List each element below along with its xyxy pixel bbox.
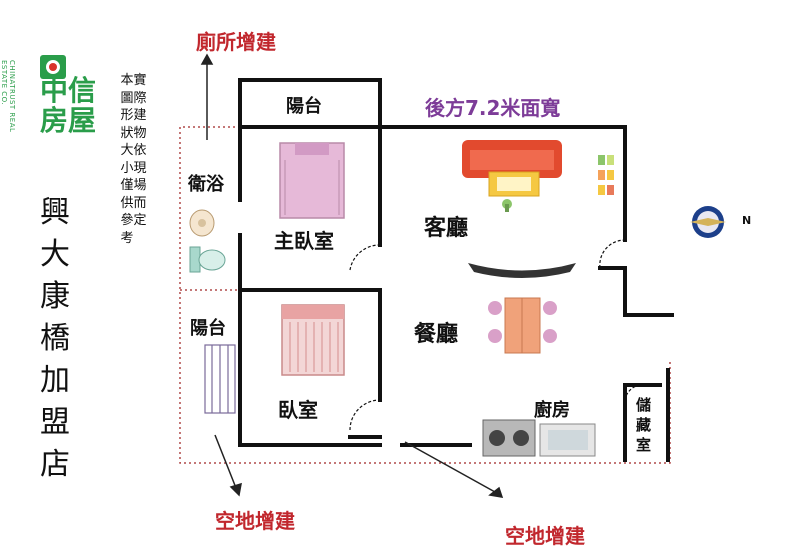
sink-icon	[189, 209, 215, 237]
dining-table-icon	[488, 297, 557, 354]
walls	[238, 78, 674, 462]
store-name: 興大康橋加盟店	[40, 195, 70, 482]
rear-width-label: 後方7.2米面寬	[425, 96, 561, 120]
extension-boundary	[179, 126, 671, 464]
room-master-bedroom: 主臥室	[274, 229, 334, 253]
coffee-table-icon	[488, 171, 540, 197]
logo-emblem-icon	[40, 55, 66, 79]
laundry-rack-icon	[204, 344, 236, 414]
stove-icon	[482, 419, 536, 457]
compass-label: N	[742, 214, 752, 227]
toilet-extension-label: 廁所增建	[196, 30, 276, 54]
room-balcony-top: 陽台	[286, 96, 322, 117]
master-bed-icon	[279, 142, 345, 219]
kitchen-sink-icon	[539, 423, 596, 457]
open-space-left-label: 空地增建	[215, 509, 295, 533]
disclaimer-col1: 本圖形狀大小僅供參考	[120, 73, 134, 246]
room-bathroom: 衛浴	[188, 174, 224, 195]
toilet-icon	[189, 246, 226, 273]
room-storage: 儲藏室	[636, 396, 652, 454]
sofa-icon	[462, 140, 562, 178]
disclaimer-col2: 實際建物依現場而定	[133, 73, 147, 228]
door-swings	[349, 239, 641, 431]
compass-icon	[690, 206, 726, 238]
room-living-room: 客廳	[424, 216, 469, 241]
tv-icon	[468, 263, 576, 278]
bed-icon	[281, 304, 345, 376]
open-space-right-label: 空地增建	[505, 524, 585, 548]
shoe-rack-icon	[598, 155, 614, 195]
room-bedroom: 臥室	[278, 398, 318, 422]
room-kitchen: 廚房	[534, 400, 570, 421]
room-balcony-left: 陽台	[190, 318, 226, 339]
room-dining-room: 餐廳	[414, 322, 459, 347]
brand-logo-text: 中信房屋	[40, 74, 97, 137]
plant-icon	[502, 199, 512, 212]
annotation-arrows	[200, 53, 504, 498]
